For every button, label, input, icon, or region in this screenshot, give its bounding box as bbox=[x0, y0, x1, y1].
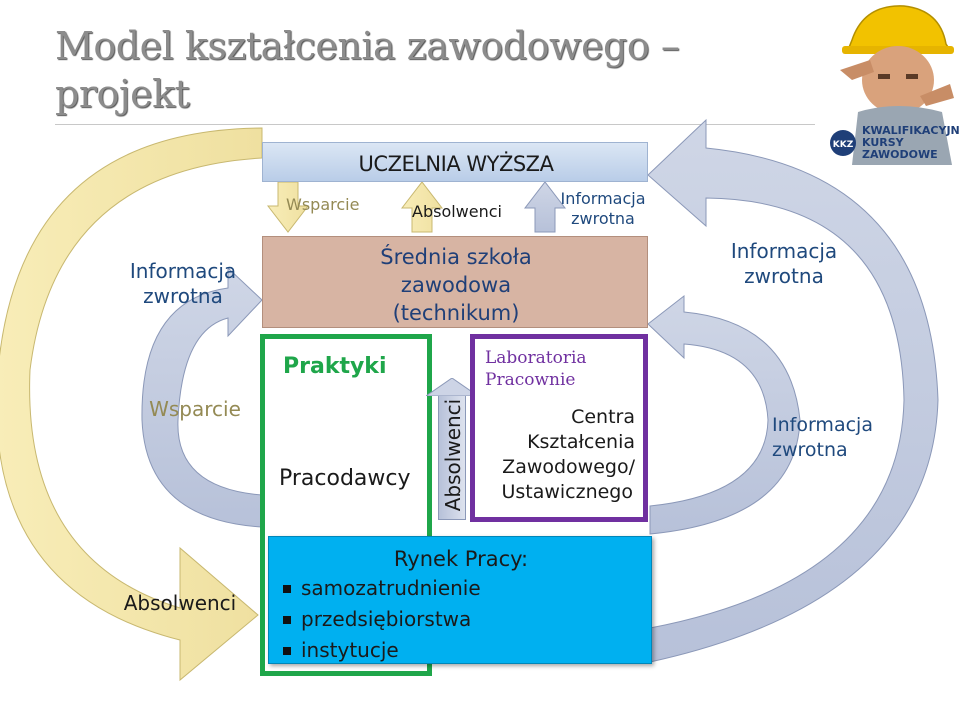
graduates-vertical-arrow: Absolwenci bbox=[438, 392, 466, 520]
list-item: przedsiębiorstwa bbox=[279, 604, 481, 635]
left-inner-blue-arrow bbox=[141, 266, 263, 528]
graduates-vertical-arrowhead bbox=[426, 378, 478, 396]
centres-label-line2: Kształcenia bbox=[527, 431, 635, 453]
left-graduates-label: Absolwenci bbox=[123, 591, 237, 615]
labour-market-heading: Rynek Pracy: bbox=[393, 547, 529, 571]
school-label-line3: (technikum) bbox=[392, 301, 520, 325]
left-support-label: Wsparcie bbox=[149, 397, 241, 421]
top-support-label: Wsparcie bbox=[286, 195, 360, 214]
labour-market-box: Rynek Pracy: samozatrudnienie przedsiębi… bbox=[268, 536, 652, 664]
centres-label-line1: Centra bbox=[571, 406, 635, 428]
right-outer-feedback-label-1: Informacja bbox=[730, 239, 838, 263]
svg-text:KURSY: KURSY bbox=[862, 136, 905, 149]
left-feedback-label-2: zwrotna bbox=[143, 284, 223, 308]
title-underline bbox=[55, 124, 815, 125]
centres-label-line4: Ustawicznego bbox=[501, 481, 633, 503]
employers-label: Pracodawcy bbox=[279, 466, 411, 491]
kkz-badge-icon bbox=[830, 130, 856, 156]
list-item: instytucje bbox=[279, 635, 481, 666]
svg-text:KWALIFIKACYJNE: KWALIFIKACYJNE bbox=[862, 124, 959, 137]
worker-photo-image: KKZ KWALIFIKACYJNE KURSY ZAWODOWE bbox=[830, 5, 959, 165]
top-graduates-label: Absolwenci bbox=[412, 202, 502, 221]
centres-label-line3: Zawodowego/ bbox=[502, 456, 635, 478]
labs-heading-line2: Pracownie bbox=[485, 370, 576, 390]
school-label-line2: zawodowa bbox=[400, 273, 512, 297]
top-feedback-label-2: zwrotna bbox=[571, 209, 635, 228]
graduates-up-arrow bbox=[400, 181, 444, 233]
page-title: Model kształcenia zawodowego – projekt bbox=[55, 24, 680, 116]
labs-heading-line1: Laboratoria bbox=[485, 348, 587, 368]
practice-label: Praktyki bbox=[283, 354, 387, 379]
school-label-line1: Średnia szkoła bbox=[380, 245, 532, 269]
kkz-logo: KKZ KWALIFIKACYJNE KURSY ZAWODOWE bbox=[812, 0, 959, 165]
list-item: samozatrudnienie bbox=[279, 573, 481, 604]
university-label: UCZELNIA WYŻSZA bbox=[358, 152, 554, 176]
vocational-school-box: Średnia szkoła zawodowa (technikum) bbox=[262, 236, 648, 328]
svg-text:KKZ: KKZ bbox=[833, 140, 854, 150]
graduates-vertical-label: Absolwenci bbox=[441, 398, 465, 512]
feedback-up-arrow bbox=[523, 181, 567, 233]
left-outer-yellow-arrow bbox=[0, 127, 263, 682]
left-feedback-label-1: Informacja bbox=[129, 259, 237, 283]
labour-market-list: samozatrudnienie przedsiębiorstwa instyt… bbox=[279, 573, 481, 666]
support-down-arrow bbox=[266, 181, 310, 233]
right-inner-feedback-label-1: Informacja bbox=[772, 414, 873, 436]
svg-text:ZAWODOWE: ZAWODOWE bbox=[862, 148, 938, 161]
right-inner-blue-arrow bbox=[647, 294, 801, 535]
right-inner-feedback-label-2: zwrotna bbox=[772, 439, 848, 461]
university-box: UCZELNIA WYŻSZA bbox=[262, 142, 648, 182]
top-feedback-label-1: Informacja bbox=[560, 189, 646, 208]
right-outer-feedback-label-2: zwrotna bbox=[744, 264, 824, 288]
training-centres-box: Laboratoria Pracownie Centra Kształcenia… bbox=[470, 334, 648, 522]
